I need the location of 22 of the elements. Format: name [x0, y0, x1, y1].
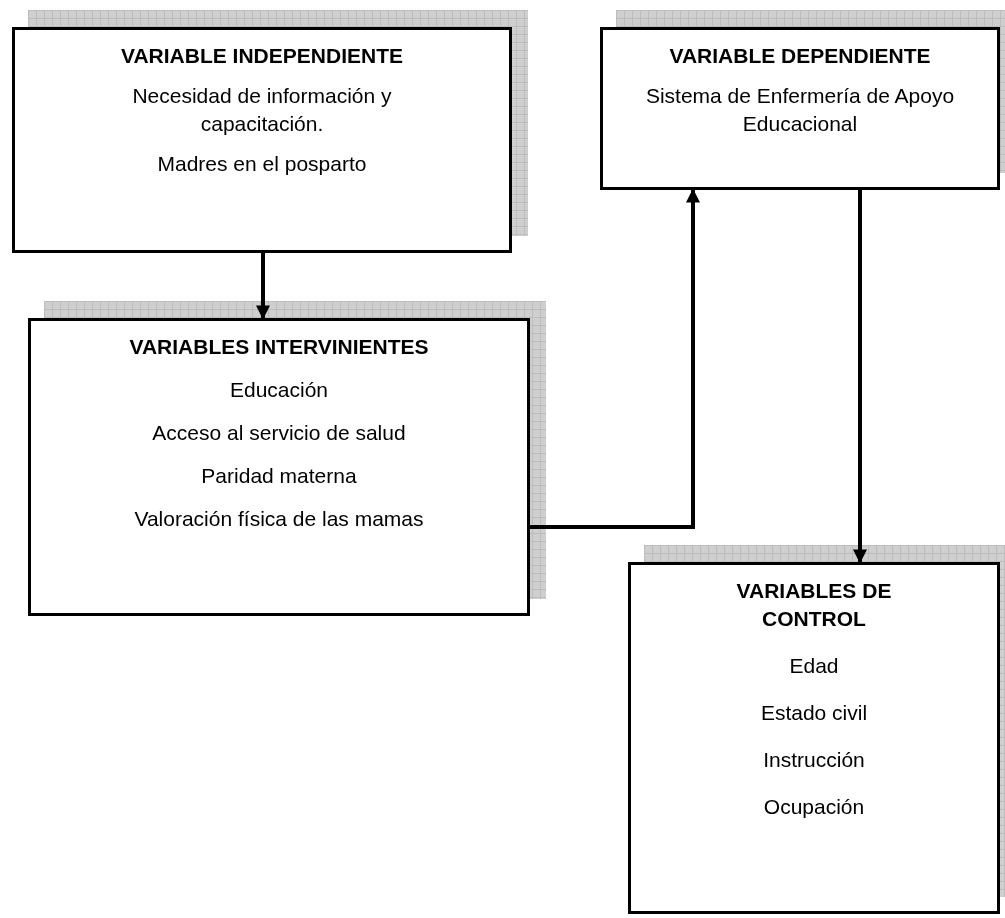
box-text: Instrucción: [762, 747, 866, 773]
arrow: [256, 253, 270, 320]
box-heading: VARIABLE DEPENDIENTE: [668, 43, 932, 69]
arrow: [530, 188, 700, 529]
variable-box: [28, 318, 530, 616]
box-heading: VARIABLE INDEPENDIENTE: [120, 43, 404, 69]
variable-box: [600, 27, 1000, 190]
box-text: Madres en el posparto: [156, 151, 368, 177]
box-text: Ocupación: [762, 794, 866, 820]
box-text: Paridad materna: [200, 463, 358, 489]
box-heading: VARIABLES INTERVINIENTES: [128, 334, 430, 360]
box-text: Educación: [228, 377, 330, 403]
box-text: Necesidad de información y capacitación.: [131, 83, 393, 137]
box-text: Acceso al servicio de salud: [151, 420, 407, 446]
variable-box: [12, 27, 512, 253]
variable-box: [628, 562, 1000, 914]
box-text: Estado civil: [759, 700, 869, 726]
arrow: [853, 190, 867, 564]
box-text: Valoración física de las mamas: [133, 506, 425, 532]
box-text: Edad: [788, 653, 840, 679]
box-heading: VARIABLES DE CONTROL: [735, 578, 893, 632]
box-text: Sistema de Enfermería de Apoyo Educacional: [644, 83, 956, 137]
